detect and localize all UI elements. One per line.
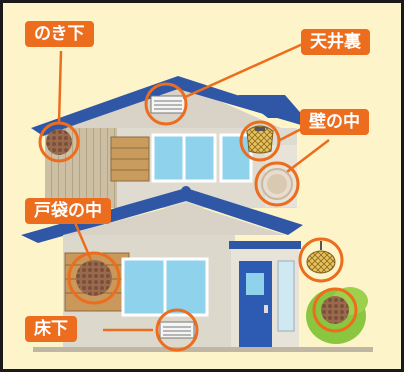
label-inside-wall: 壁の中: [300, 109, 369, 135]
label-eaves: のき下: [25, 21, 94, 47]
label-attic: 天井裏: [301, 29, 370, 55]
roof-side: [238, 95, 305, 118]
label-shutter-box: 戸袋の中: [25, 198, 111, 224]
lower-gable: [63, 203, 285, 235]
highlight-circles: [38, 82, 358, 352]
nest-icon: [246, 125, 274, 154]
hanging-nest-icon: [306, 241, 336, 274]
nest-icon: [76, 260, 112, 296]
lower-roof: [21, 188, 303, 243]
entrance-roof: [229, 241, 301, 249]
nest-icon: [321, 296, 349, 324]
nest-icon: [46, 129, 72, 155]
ground: [33, 347, 373, 352]
vent-icon: [150, 95, 186, 114]
vent-icon: [159, 321, 195, 339]
label-under-floor: 床下: [25, 316, 77, 342]
upper-window-small: [219, 133, 253, 183]
side-glass: [277, 260, 295, 332]
house-illustration: [21, 41, 373, 352]
